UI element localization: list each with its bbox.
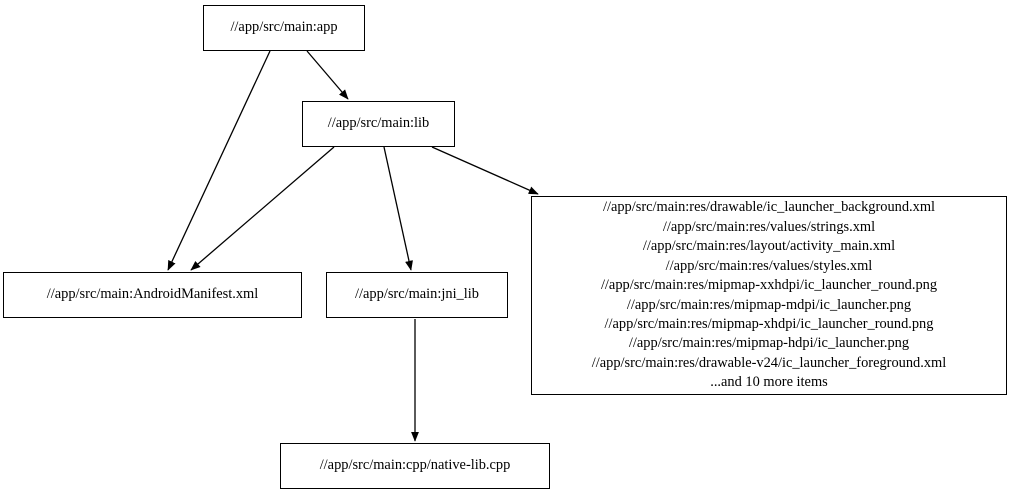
edge-lib-to-resources xyxy=(431,146,539,195)
node-native-lib-cpp-label: //app/src/main:cpp/native-lib.cpp xyxy=(319,457,511,474)
node-resources-group[interactable]: //app/src/main:res/drawable/ic_launcher_… xyxy=(531,196,1007,395)
edge-lib-to-manifest xyxy=(190,146,335,271)
edge-lib-to-jni-lib xyxy=(383,146,413,271)
node-app-label: //app/src/main:app xyxy=(230,19,338,36)
node-jni-lib[interactable]: //app/src/main:jni_lib xyxy=(326,272,508,318)
node-android-manifest-label: //app/src/main:AndroidManifest.xml xyxy=(46,286,259,303)
node-app[interactable]: //app/src/main:app xyxy=(203,5,365,51)
node-android-manifest[interactable]: //app/src/main:AndroidManifest.xml xyxy=(3,272,302,318)
node-jni-lib-label: //app/src/main:jni_lib xyxy=(355,286,479,303)
edge-app-to-lib xyxy=(306,50,349,100)
edge-app-to-manifest xyxy=(167,50,271,271)
node-native-lib-cpp[interactable]: //app/src/main:cpp/native-lib.cpp xyxy=(280,443,550,489)
node-resources-group-label: //app/src/main:res/drawable/ic_launcher_… xyxy=(591,199,947,391)
node-lib[interactable]: //app/src/main:lib xyxy=(302,101,455,147)
node-lib-label: //app/src/main:lib xyxy=(327,115,430,132)
